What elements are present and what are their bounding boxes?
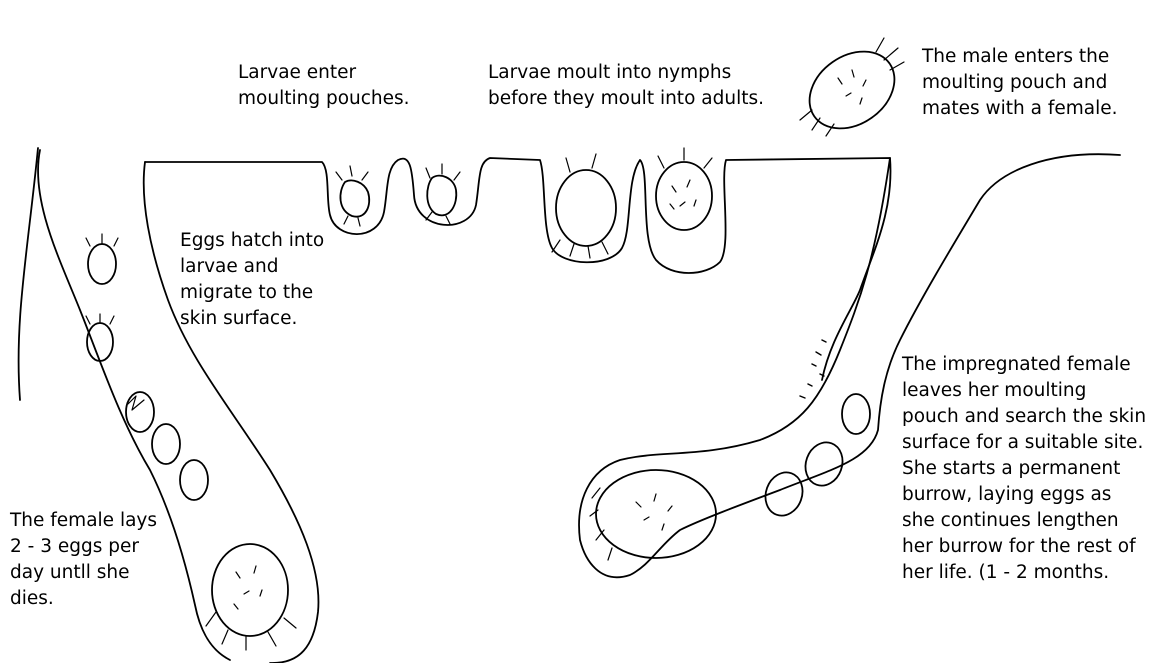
nymph-icon	[552, 154, 616, 258]
caption-impregnated-female: The impregnated female leaves her moulti…	[902, 352, 1146, 586]
caption-eggs-hatch: Eggs hatch into larvae and migrate to th…	[180, 228, 324, 332]
caption-larvae-enter: Larvae enter moulting pouches.	[238, 60, 410, 112]
egg-icon	[842, 394, 870, 434]
caption-female-lays: The female lays 2 - 3 eggs per day untll…	[10, 508, 157, 612]
caption-male-enters: The male enters the moulting pouch and m…	[922, 44, 1118, 122]
egg-icon	[800, 437, 849, 491]
caption-larvae-moult: Larvae moult into nymphs before they mou…	[488, 60, 764, 112]
male-mite-icon	[795, 36, 909, 144]
hatched-egg-icon	[126, 392, 154, 432]
larva-icon	[426, 164, 460, 224]
female-mite-icon	[590, 470, 716, 560]
faeces-icon	[800, 340, 826, 398]
egg-icon	[180, 460, 208, 500]
larva-icon	[336, 166, 369, 226]
nymph-icon	[656, 148, 712, 230]
egg-icon	[86, 234, 118, 284]
female-mite-icon	[206, 544, 296, 650]
egg-icon	[152, 424, 180, 464]
